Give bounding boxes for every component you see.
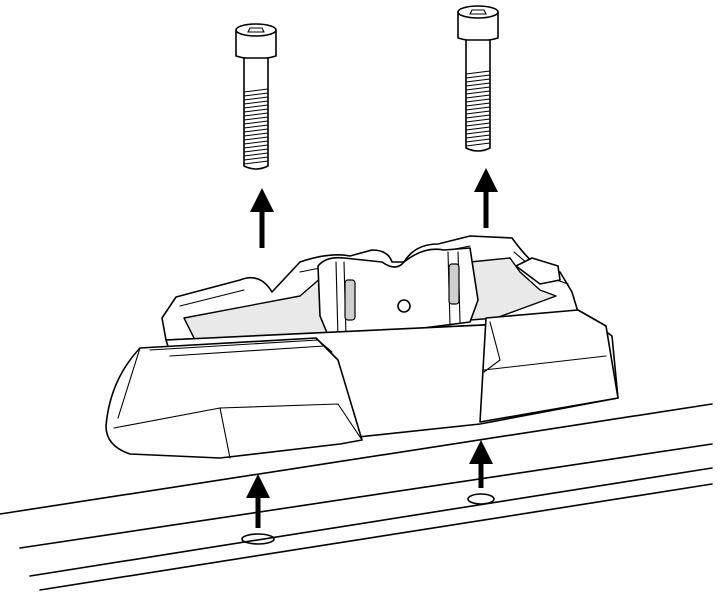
thread-line: [465, 82, 491, 87]
bracket-slot-right: [448, 263, 460, 305]
roof-rail: [0, 403, 713, 591]
foot-left-pad: [105, 337, 363, 459]
rail-line-middle: [19, 443, 713, 549]
center-bracket: [317, 247, 479, 341]
screw-right-hex-socket: [469, 9, 487, 15]
bracket-center-hole: [397, 299, 411, 313]
rail-line-lower: [29, 467, 713, 577]
thread-line: [243, 104, 269, 109]
thread-line: [465, 106, 491, 111]
screw-left: [235, 23, 277, 170]
thread-line: [243, 140, 269, 145]
thread-line: [465, 130, 491, 135]
foot-right-pad-facet: [483, 321, 607, 373]
thread-line: [465, 134, 491, 139]
screw-left-head-top: [235, 23, 277, 37]
foot-inner-tray-right: [469, 257, 557, 321]
foot-left-pad-facet: [113, 403, 363, 459]
arrow-up-screw-right: [474, 168, 498, 228]
foot-right-pad: [479, 309, 619, 423]
thread-line: [243, 116, 269, 121]
thread-line: [243, 100, 269, 105]
thread-line: [465, 74, 491, 79]
thread-line: [465, 122, 491, 127]
thread-line: [465, 118, 491, 123]
thread-line: [243, 108, 269, 113]
arrow-up-hole-right: [469, 440, 493, 488]
thread-line: [243, 124, 269, 129]
rail-line-top: [0, 403, 713, 515]
thread-line: [243, 132, 269, 137]
rail-line-bottom: [39, 483, 713, 591]
thread-line: [243, 92, 269, 97]
rail-hole-right: [467, 493, 495, 505]
foot-left-pad-side: [117, 347, 141, 419]
thread-line: [465, 70, 491, 75]
thread-line: [243, 160, 269, 165]
thread-line: [243, 128, 269, 133]
thread-line: [465, 78, 491, 83]
thread-line: [465, 126, 491, 131]
arrow-up-hole-left: [246, 474, 270, 528]
thread-line: [465, 102, 491, 107]
bracket-slot-left: [344, 279, 356, 321]
screw-right-thread: [465, 70, 491, 147]
screw-left-hex-socket: [247, 27, 265, 33]
thread-line: [465, 142, 491, 147]
foot-left-pad-top-edge: [149, 339, 333, 357]
thread-line: [465, 138, 491, 143]
thread-line: [465, 110, 491, 115]
thread-line: [465, 90, 491, 95]
thread-line: [243, 136, 269, 141]
screw-left-thread: [243, 88, 269, 165]
thread-line: [243, 148, 269, 153]
thread-line: [465, 114, 491, 119]
thread-line: [465, 98, 491, 103]
foot-base: [105, 235, 619, 459]
foot-right-clip: [515, 257, 561, 285]
rail-hole-left: [241, 533, 275, 545]
screw-right: [457, 5, 499, 152]
thread-line: [465, 86, 491, 91]
thread-line: [465, 94, 491, 99]
thread-line: [243, 156, 269, 161]
thread-line: [243, 88, 269, 93]
arrow-up-screw-left: [250, 188, 274, 248]
thread-line: [243, 152, 269, 157]
thread-line: [243, 112, 269, 117]
bracket-edge-left: [335, 261, 339, 339]
thread-line: [243, 96, 269, 101]
thread-line: [243, 120, 269, 125]
thread-line: [243, 144, 269, 149]
screw-right-head-top: [457, 5, 499, 19]
